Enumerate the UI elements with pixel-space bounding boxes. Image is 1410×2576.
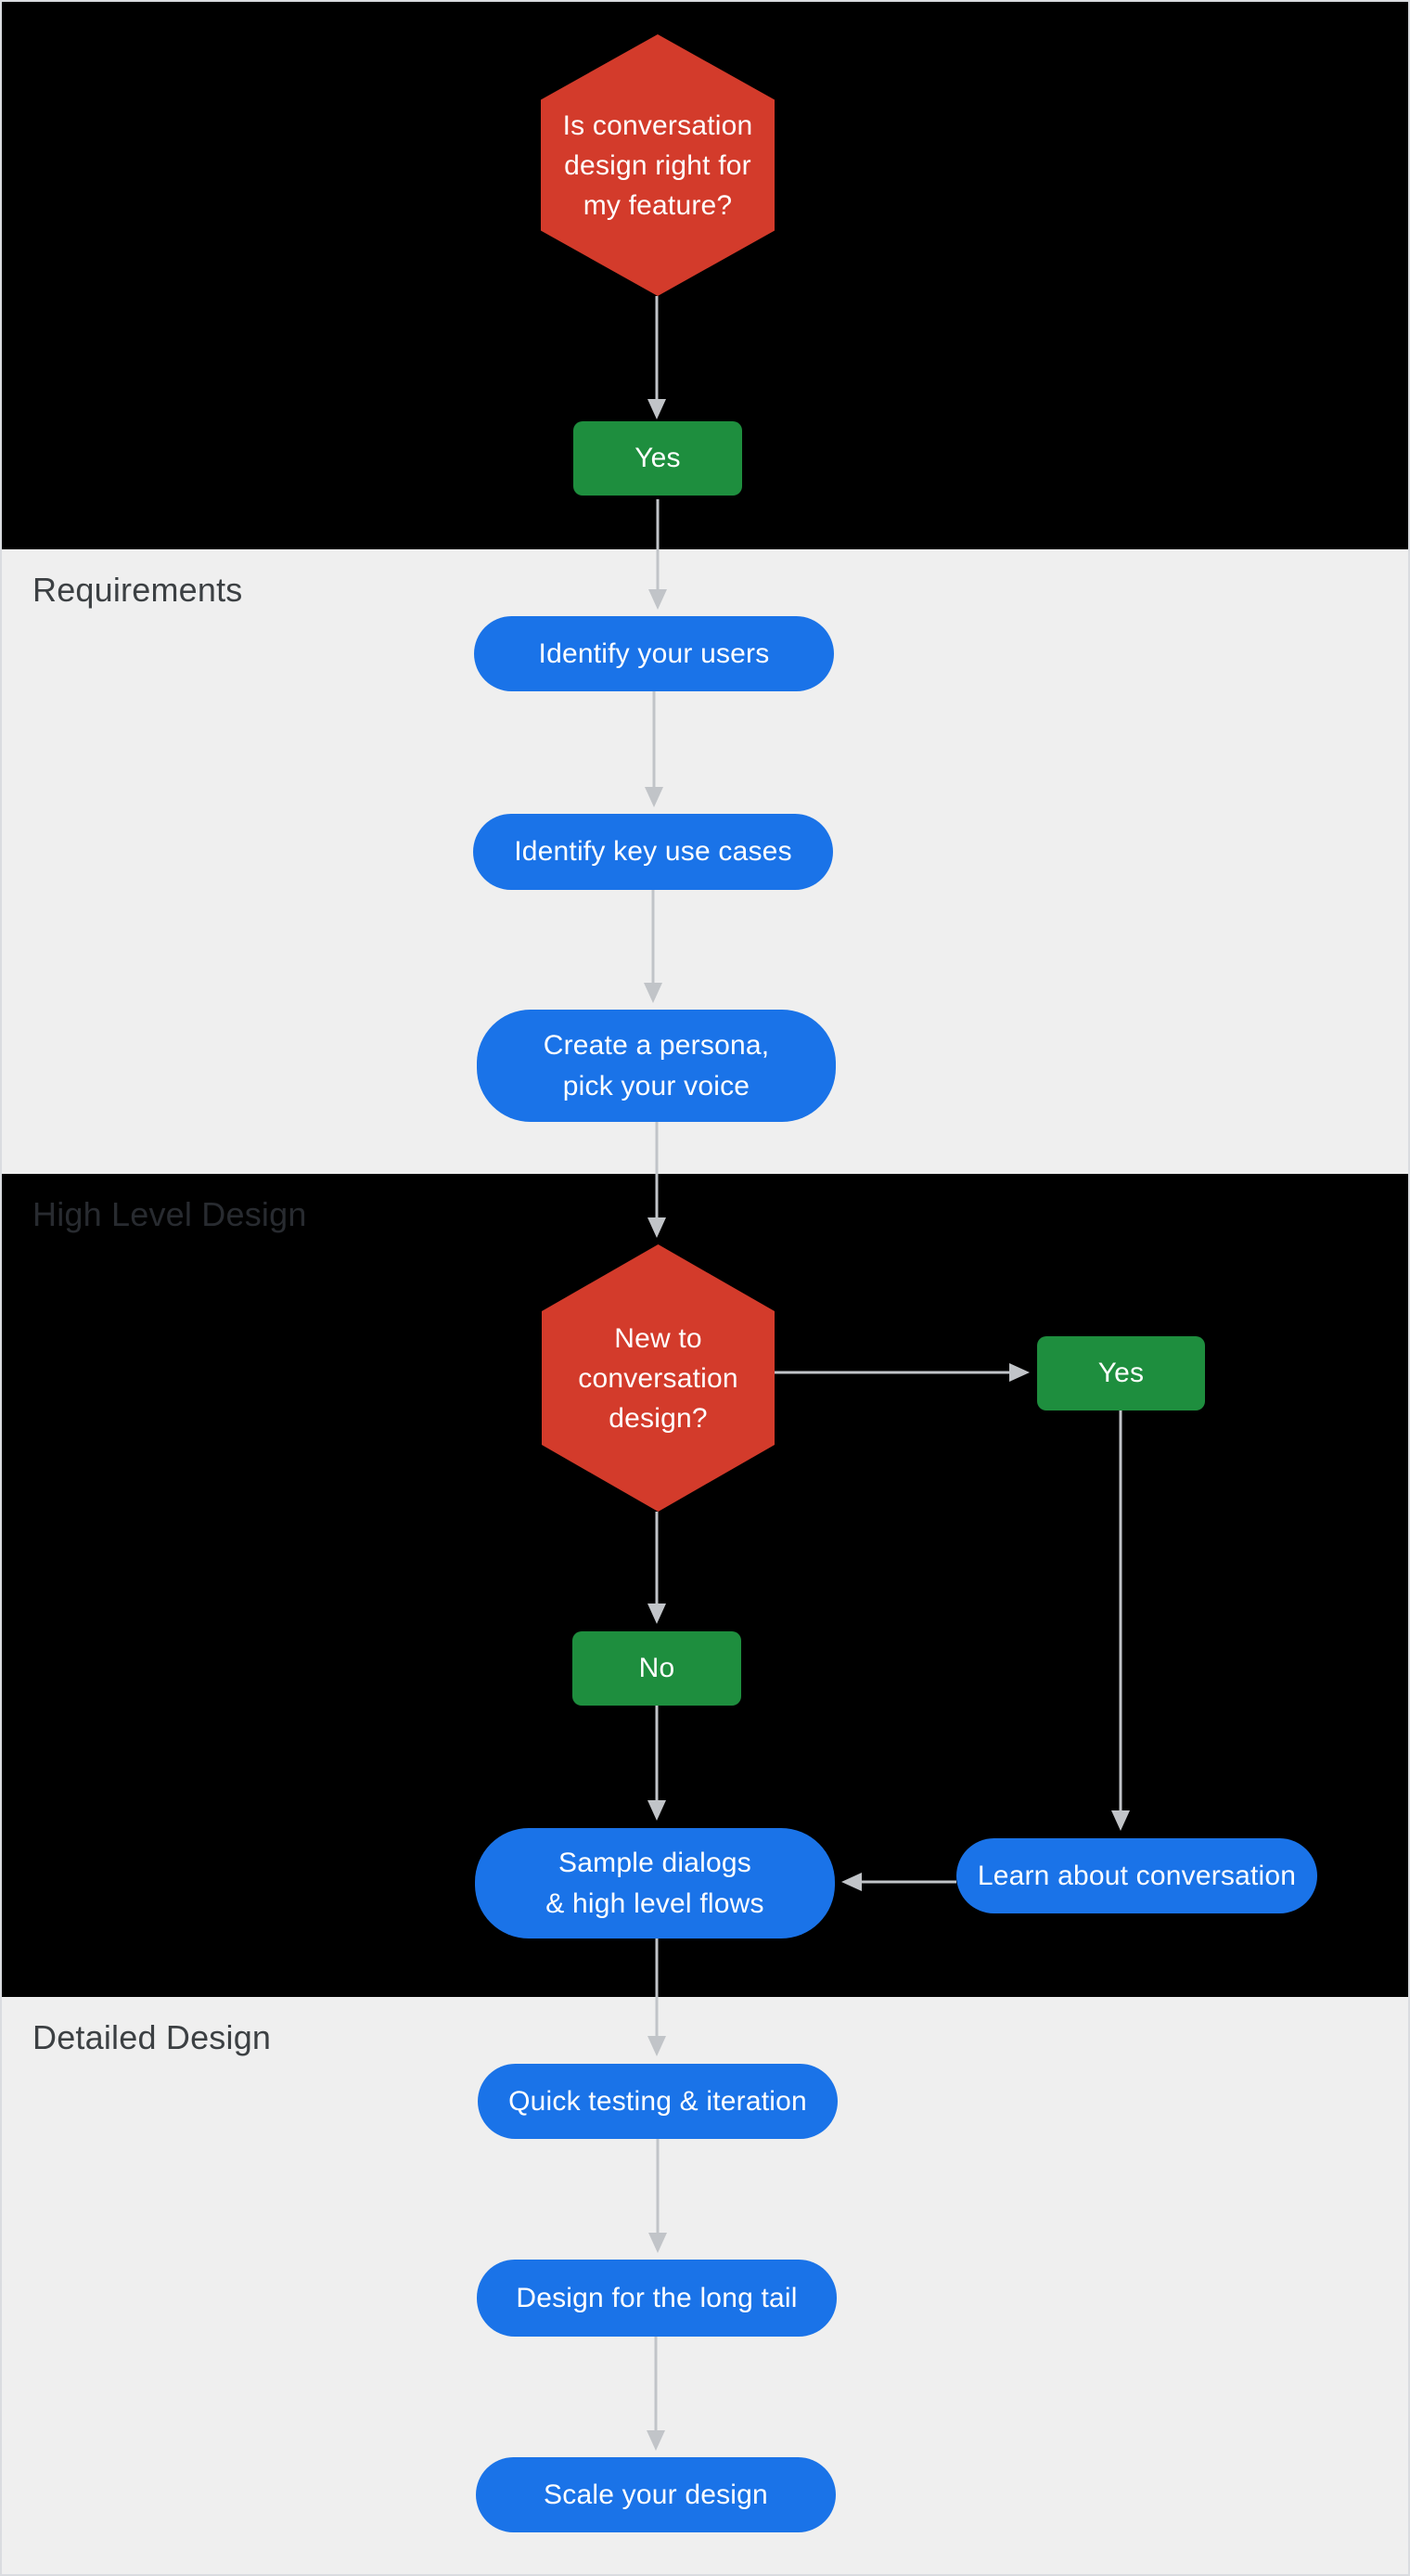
step-pill-design-long-tail[interactable]: Design for the long tail — [477, 2260, 837, 2337]
decision-line: New to — [614, 1322, 702, 1354]
decision-line: my feature? — [583, 189, 733, 221]
step-line: & high level flows — [545, 1887, 764, 1919]
step-pill-identify-key-use-cases[interactable]: Identify key use cases — [473, 814, 833, 890]
decision-line: design right for — [564, 149, 751, 181]
step-pill-sample-dialogs[interactable]: Sample dialogs & high level flows — [475, 1828, 835, 1938]
answer-button-no[interactable]: No — [572, 1631, 741, 1706]
step-pill-create-persona[interactable]: Create a persona, pick your voice — [477, 1010, 836, 1122]
answer-button-yes-2[interactable]: Yes — [1037, 1336, 1205, 1410]
section-title-detailed-design: Detailed Design — [32, 2018, 272, 2056]
step-label: Scale your design — [544, 2479, 768, 2510]
answer-label: Yes — [634, 443, 681, 473]
step-pill-identify-your-users[interactable]: Identify your users — [474, 616, 834, 691]
step-pill-quick-testing[interactable]: Quick testing & iteration — [478, 2064, 838, 2139]
decision-is-conversation-design-right[interactable]: Is conversation design right for my feat… — [541, 34, 775, 296]
step-label: Design for the long tail — [516, 2282, 798, 2313]
decision-line: Is conversation — [562, 109, 753, 141]
decision-line: design? — [609, 1402, 708, 1434]
step-line: pick your voice — [562, 1070, 750, 1101]
answer-label: No — [638, 1653, 675, 1683]
section-title-high-level-design: High Level Design — [32, 1195, 307, 1233]
step-label: Identify key use cases — [514, 836, 792, 867]
step-pill-scale-your-design[interactable]: Scale your design — [476, 2457, 836, 2532]
answer-label: Yes — [1097, 1358, 1145, 1388]
step-label: Identify your users — [538, 638, 770, 669]
step-pill-learn-about-conversation[interactable]: Learn about conversation — [956, 1838, 1317, 1913]
step-label: Quick testing & iteration — [508, 2085, 807, 2117]
step-line: Create a persona, — [543, 1029, 770, 1061]
step-label: Learn about conversation — [977, 1860, 1297, 1891]
answer-button-yes-1[interactable]: Yes — [573, 421, 742, 496]
step-line: Sample dialogs — [558, 1847, 751, 1878]
section-title-requirements: Requirements — [32, 571, 243, 609]
decision-line: conversation — [578, 1362, 738, 1394]
